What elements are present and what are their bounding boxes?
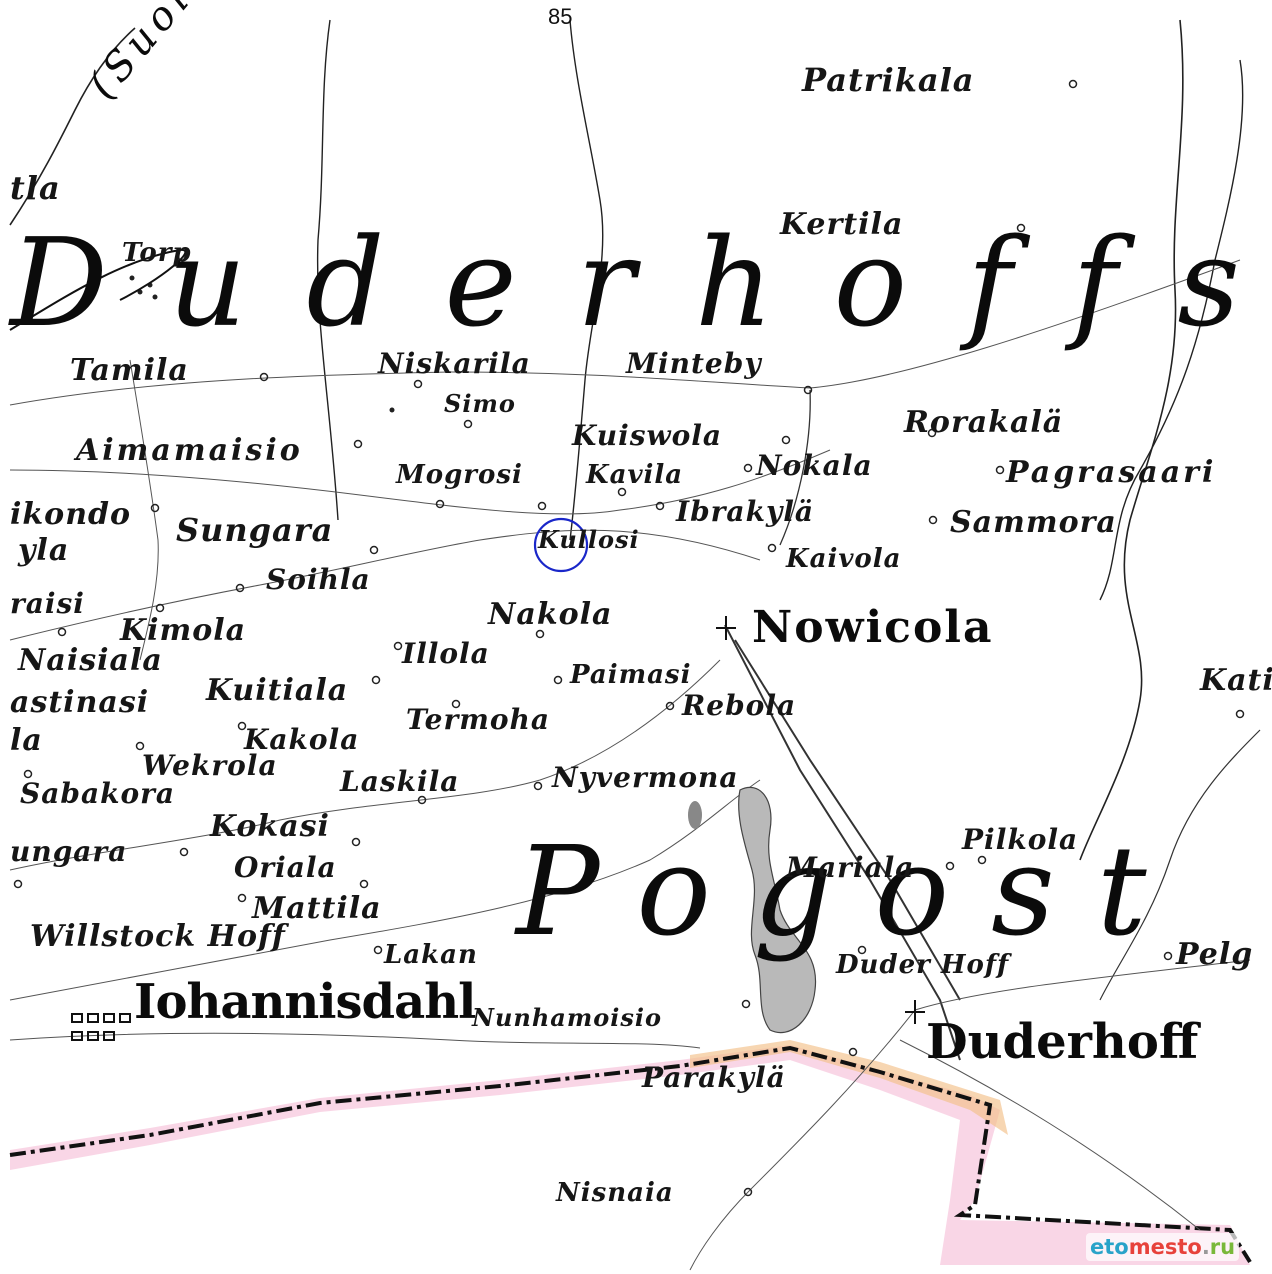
road-nowicola-duderhoff-2 (734, 639, 961, 1001)
village-label-kavila: Kavila (586, 460, 684, 490)
village-markers (13, 79, 1245, 1197)
road-west (9, 529, 761, 641)
stream-southeast (1099, 729, 1261, 1001)
village-label-sungara: Sungara (176, 511, 334, 549)
village-label-pelg: Pelg (1176, 937, 1254, 972)
village-label-tla: tla (10, 169, 61, 207)
village-label-nakola: Nakola (488, 597, 613, 632)
village-label-pilkola: Pilkola (962, 823, 1079, 856)
village-label-kullosi: Kullosi (538, 525, 640, 554)
village-label-soihla: Soihla (266, 563, 371, 596)
etomesto-watermark[interactable]: etomesto.ru (1086, 1233, 1240, 1261)
town-label-duderhoff: Duderhoff (926, 1014, 1199, 1070)
village-label-lakan: Lakan (384, 940, 478, 970)
region-label-pogost: Pogost (516, 820, 1189, 964)
road-duderhoff-south (689, 1009, 916, 1271)
village-label-raisi: raisi (10, 587, 85, 620)
village-label-duder-hoff: Duder Hoff (836, 950, 1010, 980)
region-label-duderhoff: Duderhoffs (10, 212, 1272, 354)
title-swash (9, 248, 187, 331)
village-label-willstock-hoff: Willstock Hoff (30, 919, 286, 954)
village-label-nisnaia: Nisnaia (556, 1178, 674, 1208)
road-duderhoff-east (914, 959, 1251, 1011)
village-label-naisiala: Naisiala (18, 643, 163, 678)
road-johannisdahl (9, 1032, 701, 1049)
watermark-part-mesto: mesto (1128, 1235, 1202, 1259)
border-orange-wash (690, 1040, 1008, 1135)
village-label-pagrasaari: Pagrasaari (1006, 455, 1217, 490)
lake-duderhoff (738, 786, 817, 1034)
village-label-yla: yla (18, 533, 70, 568)
village-label-kaivola: Kaivola (786, 544, 902, 574)
road-southeast (899, 1039, 1201, 1231)
road-middle (9, 449, 831, 515)
road-south-west (9, 659, 721, 871)
village-label-ibrakyla: Ibrakylä (676, 495, 815, 528)
village-label-paimasi: Paimasi (570, 660, 692, 690)
road-tamila (129, 359, 159, 661)
village-label-patrikala: Patrikala (802, 61, 975, 99)
village-label-kakola: Kakola (244, 723, 360, 756)
village-label-ungara: ungara (10, 835, 128, 868)
village-label-rorakala: Rorakalä (904, 405, 1064, 440)
village-label-aimamaisio: Aimamaisio (76, 433, 303, 468)
village-label-sabakora: Sabakora (20, 777, 176, 810)
village-label-mattila: Mattila (252, 891, 382, 926)
river-suolijar (9, 27, 136, 226)
village-label-kati: Kati (1200, 663, 1272, 698)
village-label-oriala: Oriala (234, 851, 337, 884)
village-label-termoha: Termoha (406, 703, 550, 736)
watermark-part-ru: ru (1209, 1235, 1236, 1259)
village-label-rebola: Rebola (682, 689, 797, 722)
district-border-line (9, 1045, 1252, 1264)
village-label-kuiswola: Kuiswola (572, 419, 723, 452)
village-label-niskarila: Niskarila (378, 347, 531, 380)
village-label-tamila: Tamila (70, 353, 189, 388)
village-label-nyvermona: Nyvermona (552, 761, 739, 794)
village-label-sammora: Sammora (950, 505, 1117, 540)
road-nowicola-duderhoff (724, 624, 961, 1061)
page-number: 85 (548, 4, 573, 29)
watermark-dot: . (1201, 1235, 1210, 1259)
village-label-mariala: Mariala (786, 851, 915, 884)
village-label-minteby: Minteby (626, 347, 762, 380)
village-label-kimola: Kimola (120, 613, 247, 648)
town-label-johannisdahl: Iohannisdahl (134, 974, 476, 1030)
village-label-la: la (10, 723, 43, 758)
river-east (1079, 19, 1184, 861)
village-label-wekrola: Wekrola (142, 749, 278, 782)
river-east-branch (1099, 59, 1244, 601)
road-south (9, 779, 761, 1001)
town-label-nowicola: Nowicola (752, 602, 994, 653)
village-label-kuitiala: Kuitiala (206, 673, 349, 708)
road-north (9, 259, 1241, 406)
town-symbols (71, 616, 925, 1041)
village-label-laskila: Laskila (340, 765, 460, 798)
watermark-part-eto: eto (1090, 1235, 1129, 1259)
village-label-simo: Simo (444, 389, 516, 418)
stream-central (569, 19, 604, 541)
village-label-kokasi: Kokasi (210, 809, 330, 844)
village-label-mogrosi: Mogrosi (396, 460, 523, 490)
village-label-astinasi: astinasi (10, 685, 150, 720)
village-label-kertila: Kertila (780, 207, 904, 242)
stream-minteby (779, 389, 811, 546)
village-label-nokala: Nokala (756, 449, 873, 482)
torp-dots (129, 275, 395, 413)
village-label-parakyla: Parakylä (642, 1061, 786, 1094)
district-border-wash (10, 1045, 1250, 1265)
village-label-ikondo: ikondo (10, 497, 131, 532)
village-label-illola: Illola (402, 637, 490, 670)
stream-north (316, 19, 339, 521)
location-marker-circle (533, 517, 589, 573)
village-label-torp: Torp (122, 238, 192, 268)
islet (688, 801, 702, 829)
village-label-nunhamoisio: Nunhamoisio (472, 1003, 662, 1032)
